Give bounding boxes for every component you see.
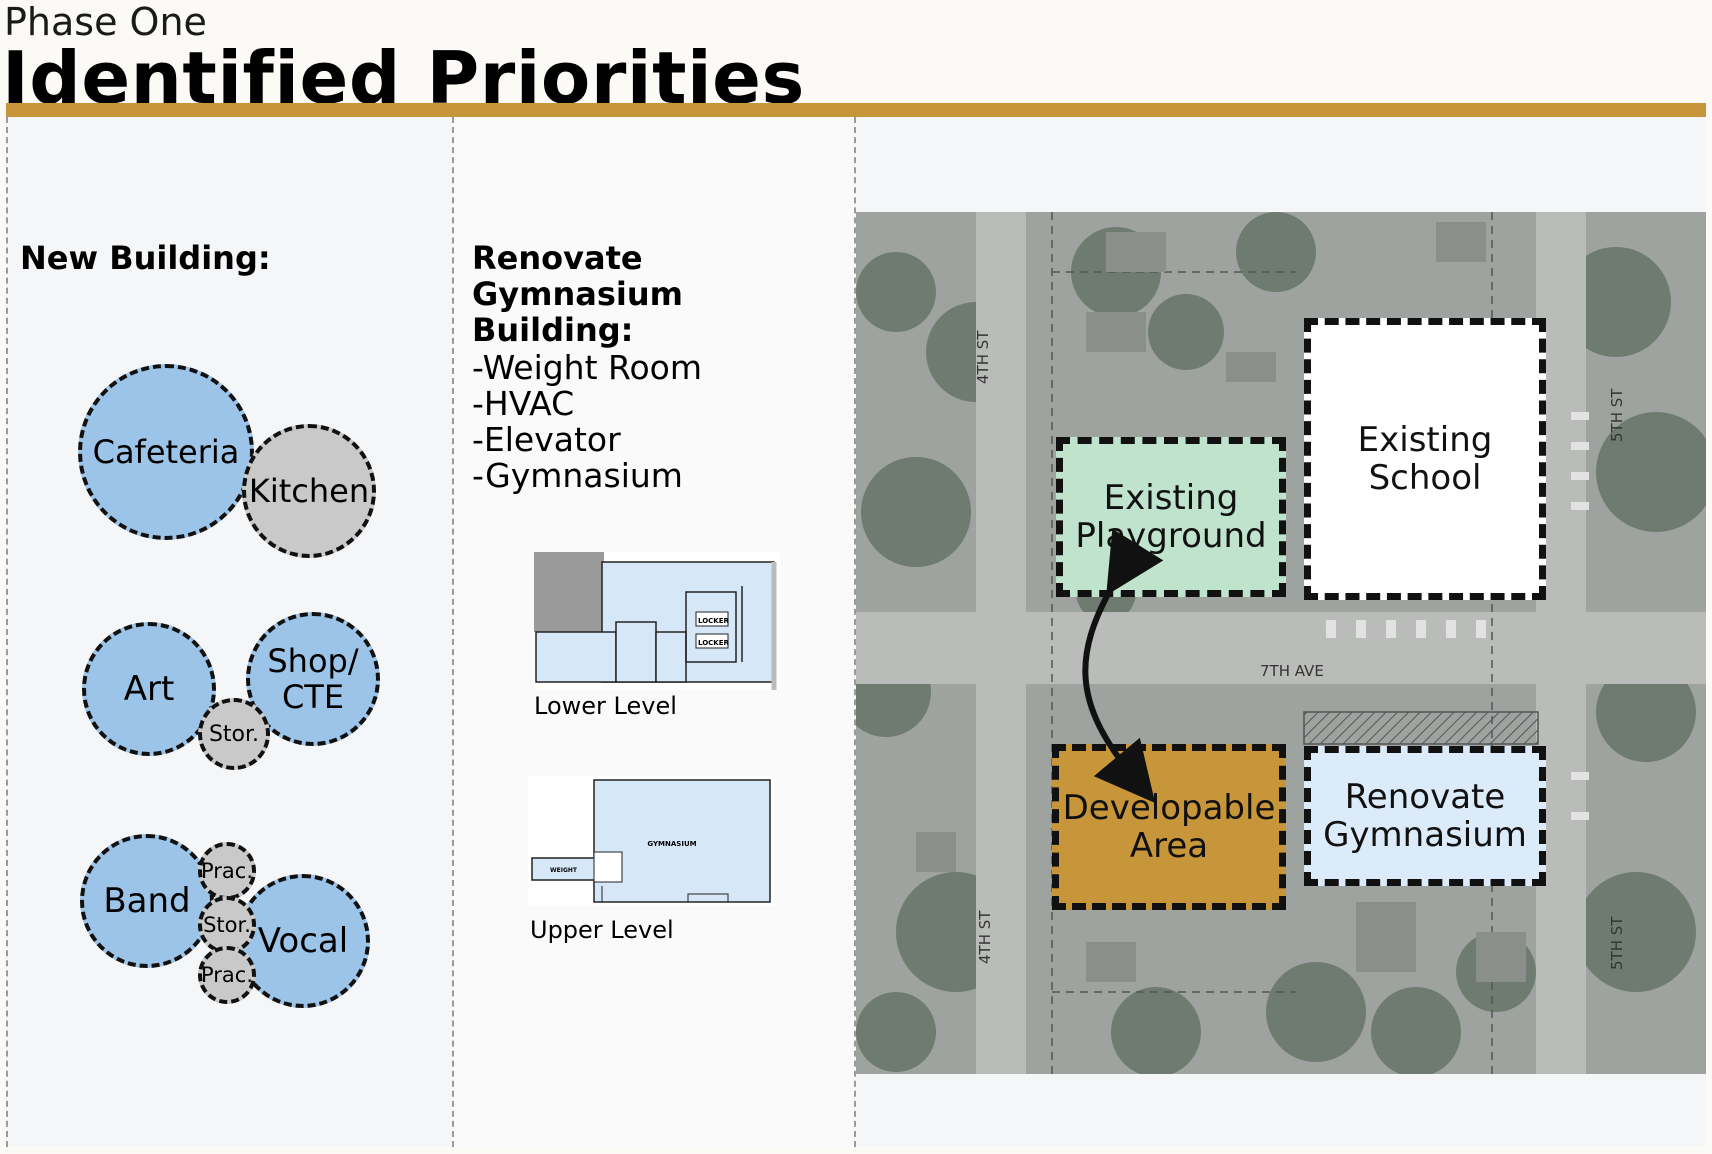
existing-school-label: Existing School — [1357, 420, 1493, 498]
lower-plan-room2: LOCKER — [698, 639, 730, 647]
lower-level-floor-plan: LOCKER LOCKER — [534, 552, 780, 690]
vocal-bubble: Vocal — [236, 874, 370, 1008]
band-bubble: Band — [80, 834, 214, 968]
relocation-arrow — [1082, 528, 1164, 804]
seventh-ave-label: 7TH AVE — [1260, 662, 1324, 680]
art-label: Art — [123, 669, 175, 709]
hatched-parking-area — [1303, 711, 1539, 745]
art-bubble: Art — [82, 622, 216, 756]
divider-left — [6, 117, 8, 1147]
lower-level-label: Lower Level — [534, 692, 677, 720]
renovation-item: -HVAC — [472, 384, 575, 423]
practice-room-1-label: Prac. — [200, 859, 254, 883]
band-label: Band — [103, 881, 191, 921]
fourth-st-top-label: 4TH ST — [974, 330, 992, 384]
music-storage-label: Stor. — [203, 913, 251, 937]
upper-plan-room1: GYMNASIUM — [647, 840, 696, 848]
cafeteria-bubble: Cafeteria — [78, 364, 254, 540]
practice-room-1-bubble: Prac. — [198, 842, 256, 900]
renovate-gymnasium-zone: Renovate Gymnasium — [1304, 746, 1546, 886]
fifth-st-bottom-label: 5TH ST — [1608, 916, 1626, 970]
practice-room-2-label: Prac. — [200, 963, 254, 987]
title-underline — [6, 103, 1706, 117]
practice-room-2-bubble: Prac. — [198, 946, 256, 1004]
upper-level-label: Upper Level — [530, 916, 674, 944]
cafeteria-label: Cafeteria — [92, 433, 240, 471]
kitchen-label: Kitchen — [248, 472, 370, 510]
new-building-heading: New Building: — [20, 239, 271, 277]
upper-plan-room2: WEIGHT — [550, 867, 578, 874]
art-storage-bubble: Stor. — [198, 698, 270, 770]
aerial-background — [856, 212, 1706, 1074]
existing-playground-label: Existing Playground — [1075, 478, 1267, 556]
lower-plan-room1: LOCKER — [698, 617, 730, 625]
kitchen-bubble: Kitchen — [242, 424, 376, 558]
renovation-item: -Elevator — [472, 420, 621, 459]
existing-school-zone: Existing School — [1304, 318, 1546, 600]
existing-playground-zone: Existing Playground — [1056, 437, 1286, 597]
art-storage-label: Stor. — [208, 721, 260, 747]
renovation-item: -Gymnasium — [472, 456, 683, 495]
vocal-label: Vocal — [257, 921, 349, 961]
fourth-st-bottom-label: 4TH ST — [976, 910, 994, 964]
developable-area-zone: Developable Area — [1052, 744, 1286, 910]
renovation-item: -Weight Room — [472, 348, 703, 387]
upper-level-floor-plan: GYMNASIUM WEIGHT — [528, 776, 774, 906]
shop-cte-label: Shop/ CTE — [267, 642, 359, 716]
header-subtitle: Phase One — [4, 0, 207, 44]
divider-mid1 — [452, 117, 454, 1147]
renovate-heading: Renovate Gymnasium Building: — [472, 239, 683, 349]
site-aerial-map: Existing Playground Existing School Deve… — [856, 212, 1706, 1074]
divider-mid2 — [854, 117, 856, 1147]
renovation-list: -Weight Room -HVAC -Elevator -Gymnasium — [472, 350, 702, 494]
fifth-st-top-label: 5TH ST — [1608, 388, 1626, 442]
renovate-gymnasium-label: Renovate Gymnasium — [1323, 777, 1527, 855]
